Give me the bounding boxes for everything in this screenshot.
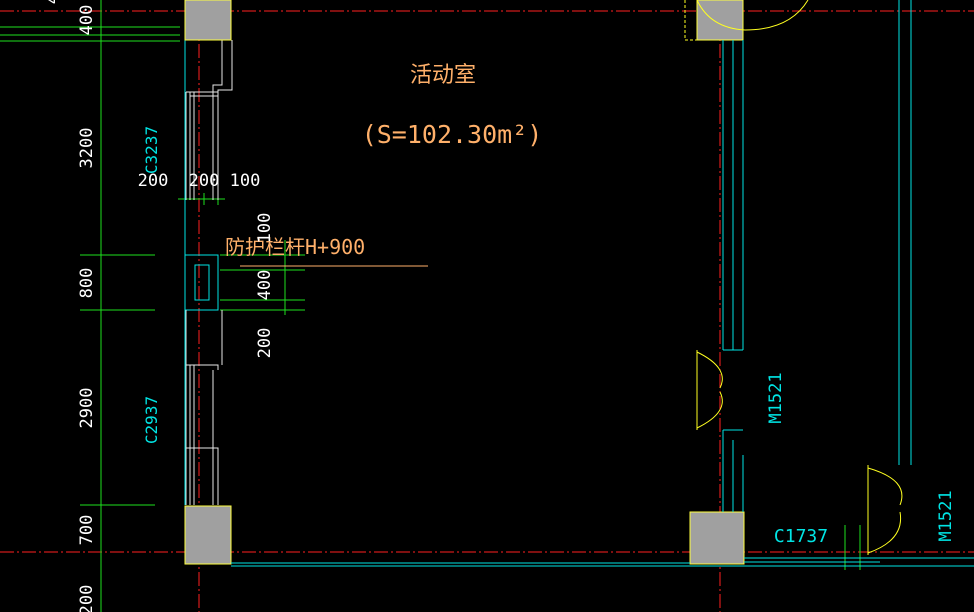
dim-vert-400: 400 [255, 270, 275, 301]
dim-window-200a: 200 [138, 171, 169, 191]
left-windows [185, 40, 233, 505]
dim-window-100: 100 [230, 171, 261, 191]
dim-vert-200: 200 [255, 328, 275, 359]
doors [684, 0, 903, 555]
dim-left-700: 700 [77, 515, 97, 546]
door-swing-top [696, 0, 809, 31]
dim-vert-100: 100 [255, 213, 275, 244]
room-area: (S=102.30m²) [362, 120, 543, 149]
window-tag-bottom: C1737 [774, 526, 828, 547]
dim-left-400: 400 [77, 5, 97, 36]
dim-left-2900: 2900 [77, 388, 97, 429]
railing-note: 防护栏杆H+900 [225, 235, 365, 259]
window-tag-lower: C2937 [142, 396, 161, 444]
dim-right-edge: 8000 [969, 265, 974, 306]
dim-left-200: 200 [77, 585, 97, 612]
column-bottom-right [689, 511, 745, 565]
dim-top-edge: 40 [43, 0, 63, 4]
pier-column-mid [184, 254, 219, 311]
window-tag-upper: C3237 [142, 126, 161, 174]
dim-left-3200: 3200 [77, 128, 97, 169]
dim-window-200b: 200 [189, 171, 220, 191]
room-name: 活动室 [410, 63, 476, 88]
door-swing-mid-lower [696, 391, 723, 429]
columns [184, 0, 745, 565]
dim-left-800: 800 [77, 268, 97, 299]
column-top-left [184, 0, 232, 41]
column-bottom-left [184, 505, 232, 565]
door-tag-right: M1521 [936, 490, 956, 541]
column-top-right [696, 0, 744, 41]
door-swing-mid-upper [696, 351, 723, 389]
door-swing-right-lower [867, 511, 902, 554]
door-tag-mid: M1521 [766, 372, 786, 423]
door-swing-right-upper [867, 467, 903, 506]
inner-walls [231, 0, 974, 567]
left-wall [184, 40, 233, 505]
